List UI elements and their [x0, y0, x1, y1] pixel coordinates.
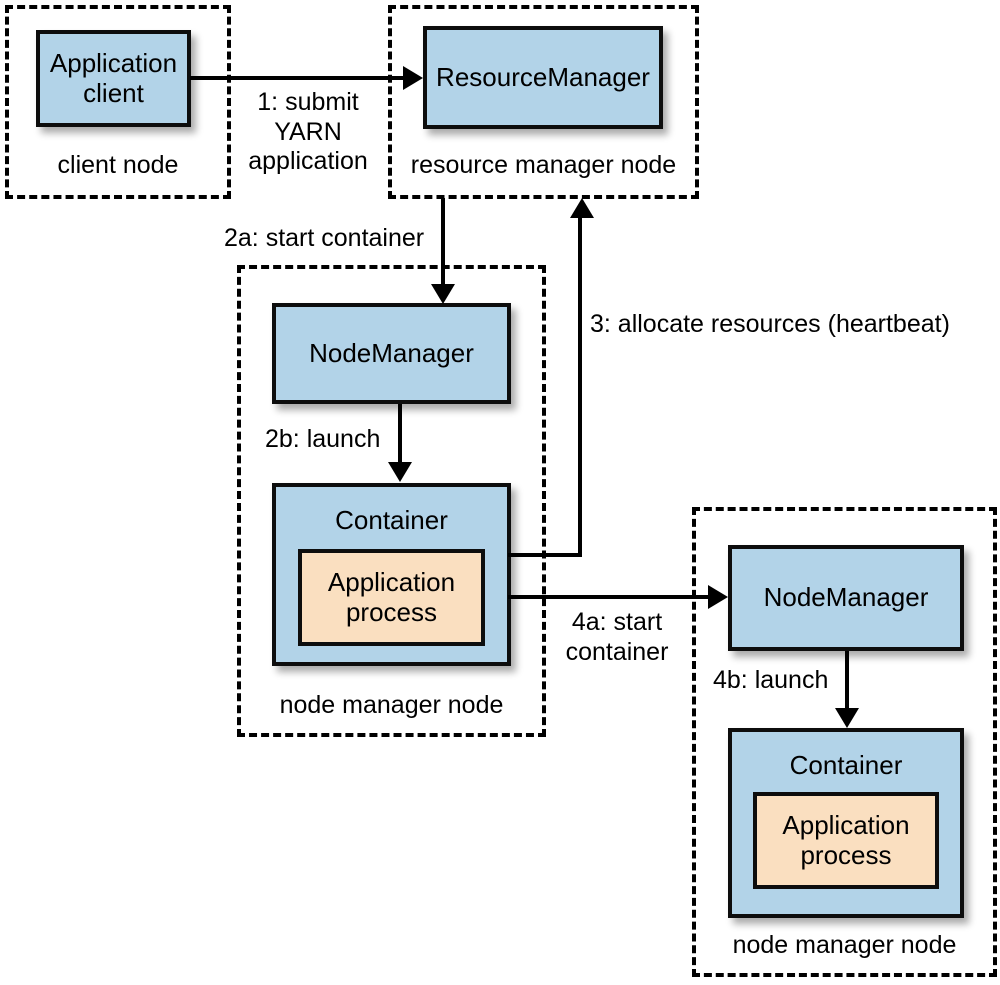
edge-3-arrowhead [570, 198, 594, 218]
edge-3-line-horizontal [508, 553, 582, 557]
node-group-client-node-caption: client node [57, 151, 179, 179]
edge-4b-line [845, 651, 849, 713]
box-resource-manager-label: ResourceManager [436, 61, 650, 92]
box-application-client-label: Application client [49, 48, 178, 108]
box-container-1-label: Container [335, 505, 448, 535]
box-resource-manager: ResourceManager [423, 26, 663, 129]
edge-4b-arrowhead [835, 708, 859, 728]
box-application-process-1: Application process [298, 549, 485, 646]
edge-4a-label: 4a: start container [565, 608, 669, 666]
edge-4a-arrowhead [708, 585, 728, 609]
box-application-process-1-label: Application process [327, 567, 456, 627]
box-application-process-2-label: Application process [782, 810, 910, 870]
edge-2a-arrowhead [431, 284, 455, 304]
box-node-manager-2-label: NodeManager [763, 582, 929, 613]
edge-1-line [190, 76, 405, 80]
node-group-resource-manager-node [388, 5, 699, 199]
node-group-resource-manager-node-caption: resource manager node [410, 151, 677, 179]
node-group-node-manager-node-2-caption: node manager node [732, 931, 957, 959]
edge-2a-label: 2a: start container [224, 224, 425, 252]
edge-2b-arrowhead [388, 462, 412, 482]
edge-3-line-vertical [578, 216, 582, 557]
box-node-manager-1-label: NodeManager [309, 337, 474, 368]
edge-1-label: 1: submit YARN application [248, 88, 368, 175]
edge-2b-line [398, 404, 402, 466]
edge-3-label: 3: allocate resources (heartbeat) [590, 310, 950, 338]
box-application-client: Application client [36, 30, 191, 127]
node-group-node-manager-node-1 [237, 265, 546, 737]
box-node-manager-1: NodeManager [272, 303, 511, 404]
node-group-node-manager-node-2 [692, 507, 997, 977]
box-application-process-2: Application process [753, 792, 939, 889]
box-node-manager-2: NodeManager [728, 545, 964, 651]
edge-2b-label: 2b: launch [265, 425, 381, 453]
edge-2a-line [441, 198, 445, 288]
edge-4a-line [508, 595, 720, 599]
edge-1-arrowhead [403, 66, 423, 90]
node-group-node-manager-node-1-caption: node manager node [279, 691, 504, 719]
edge-4b-label: 4b: launch [713, 666, 829, 694]
node-group-client-node [5, 5, 231, 199]
box-container-2-label: Container [789, 750, 903, 780]
